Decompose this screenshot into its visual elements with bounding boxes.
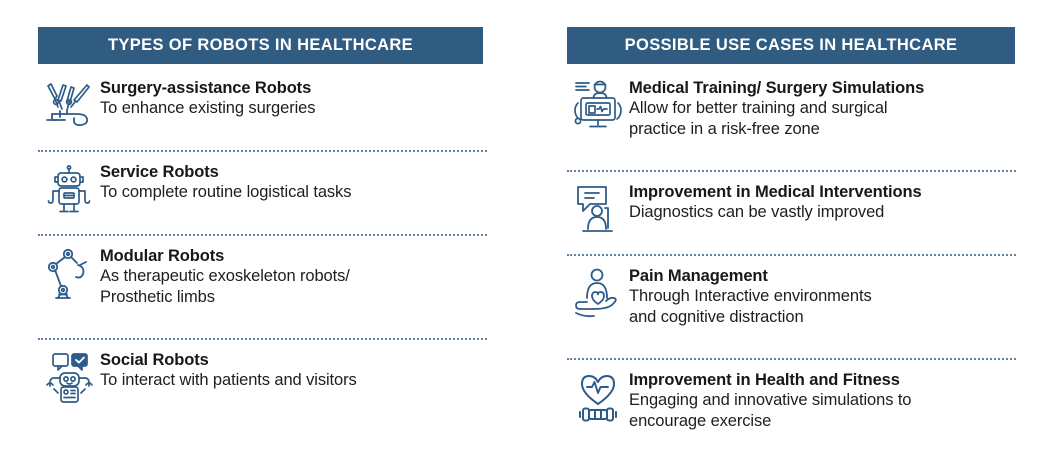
list-item[interactable]: Social Robots To interact with patients …: [38, 347, 493, 415]
panel-header-title: POSSIBLE USE CASES IN HEALTHCARE: [624, 36, 958, 55]
list-item[interactable]: Pain Management Through Interactive envi…: [567, 263, 1022, 351]
list-item-description: Through Interactive environments and cog…: [629, 287, 872, 326]
panel-header-types-of-robots: TYPES OF ROBOTS IN HEALTHCARE: [38, 27, 483, 64]
list-item[interactable]: Medical Training/ Surgery Simulations Al…: [567, 75, 1022, 163]
list-item[interactable]: Surgery-assistance Robots To enhance exi…: [38, 75, 493, 143]
list-item[interactable]: Modular Robots As therapeutic exoskeleto…: [38, 243, 493, 331]
list-item-description: To complete routine logistical tasks: [100, 183, 352, 201]
robotic-arm-icon: [38, 246, 100, 300]
item-divider: [567, 170, 1016, 172]
list-item-description: Allow for better training and surgical p…: [629, 99, 888, 138]
item-divider: [38, 234, 487, 236]
item-divider: [38, 150, 487, 152]
panel-header-title: TYPES OF ROBOTS IN HEALTHCARE: [107, 36, 414, 55]
doctor-at-monitor-icon: [567, 78, 629, 132]
list-item-title: Modular Robots: [100, 247, 225, 265]
list-item[interactable]: Service Robots To complete routine logis…: [38, 159, 493, 227]
list-item-description: Diagnostics can be vastly improved: [629, 203, 885, 221]
list-item-title: Pain Management: [629, 267, 768, 285]
item-divider: [38, 338, 487, 340]
heart-pulse-dumbbell-icon: [567, 370, 629, 424]
panel-header-possible-use-cases: POSSIBLE USE CASES IN HEALTHCARE: [567, 27, 1015, 64]
list-item-title: Social Robots: [100, 351, 209, 369]
list-item-description: To enhance existing surgeries: [100, 99, 316, 117]
hand-heart-care-icon: [567, 266, 629, 320]
social-robot-ai-icon: [38, 350, 100, 404]
infographic-board: TYPES OF ROBOTS IN HEALTHCARE: [38, 0, 1016, 430]
list-item-text: Improvement in Medical Interventions Dia…: [629, 182, 1022, 223]
list-item-text: Improvement in Health and Fitness Engagi…: [629, 370, 1022, 432]
list-item-title: Medical Training/ Surgery Simulations: [629, 79, 925, 97]
list-item-title: Service Robots: [100, 163, 219, 181]
list-item-title: Surgery-assistance Robots: [100, 79, 312, 97]
list-item-text: Service Robots To complete routine logis…: [100, 162, 493, 203]
list-item-text: Modular Robots As therapeutic exoskeleto…: [100, 246, 493, 308]
column-possible-use-cases: POSSIBLE USE CASES IN HEALTHCARE: [567, 0, 1022, 455]
list-item-description: Engaging and innovative simulations to e…: [629, 391, 912, 430]
list-item-title: Improvement in Medical Interventions: [629, 183, 922, 201]
humanoid-robot-icon: [38, 162, 100, 216]
item-divider: [567, 358, 1016, 360]
list-item[interactable]: Improvement in Health and Fitness Engagi…: [567, 367, 1022, 455]
list-item-text: Social Robots To interact with patients …: [100, 350, 493, 391]
item-list-types-of-robots: Surgery-assistance Robots To enhance exi…: [38, 75, 493, 415]
speech-bubble-person-icon: [567, 182, 629, 236]
list-item-text: Surgery-assistance Robots To enhance exi…: [100, 78, 493, 119]
surgical-robot-arms-icon: [38, 78, 100, 132]
item-list-possible-use-cases: Medical Training/ Surgery Simulations Al…: [567, 75, 1022, 455]
list-item-text: Medical Training/ Surgery Simulations Al…: [629, 78, 1022, 140]
list-item-title: Improvement in Health and Fitness: [629, 371, 900, 389]
list-item-description: As therapeutic exoskeleton robots/ Prost…: [100, 267, 350, 306]
column-types-of-robots: TYPES OF ROBOTS IN HEALTHCARE: [38, 0, 493, 415]
list-item-description: To interact with patients and visitors: [100, 371, 357, 389]
list-item-text: Pain Management Through Interactive envi…: [629, 266, 1022, 328]
item-divider: [567, 254, 1016, 256]
list-item[interactable]: Improvement in Medical Interventions Dia…: [567, 179, 1022, 247]
